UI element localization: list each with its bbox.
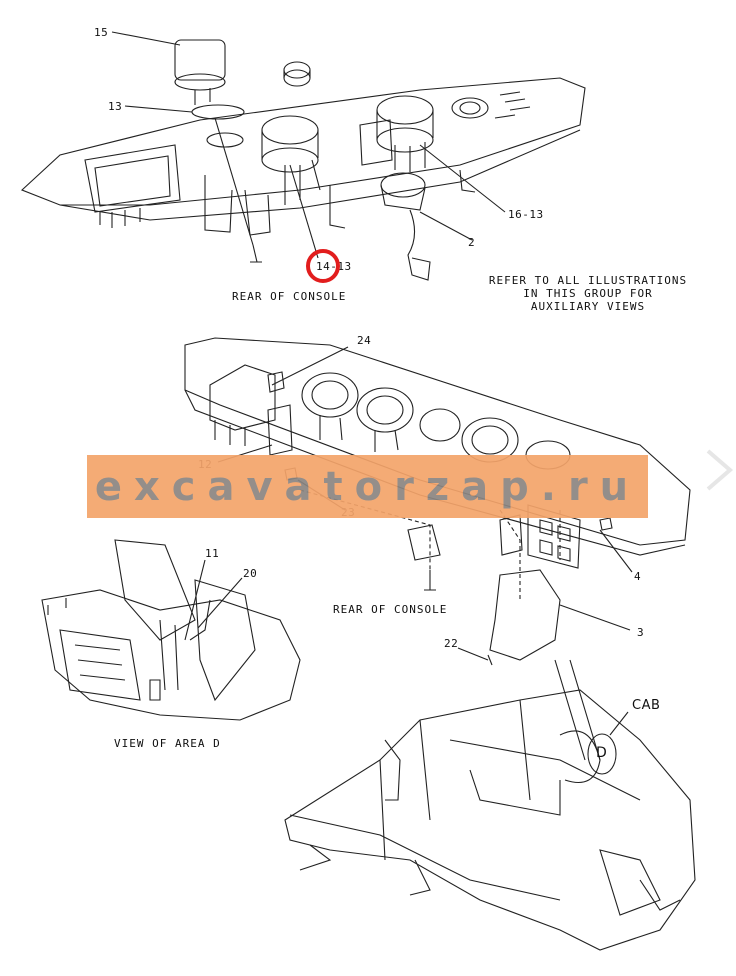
watermark-band: excavatorzap.ru [87,455,648,518]
callout-cab: CAB [632,698,661,713]
cab-frame [284,659,696,951]
note-line-1: REFER TO ALL ILLUSTRATIONS [488,274,688,287]
callout-3: 3 [637,626,645,639]
callout-2: 2 [468,236,476,249]
area-d-view [41,539,301,721]
callout-d: D [596,745,608,761]
callout-24: 24 [357,334,372,347]
caption-rear-of-console-top: REAR OF CONSOLE [232,290,347,303]
chevron-right-icon[interactable] [700,445,736,495]
callout-4: 4 [634,570,642,583]
callout-20: 20 [243,567,258,580]
top-console-panel [20,31,586,281]
callout-16-13: 16-13 [508,208,544,221]
callout-13: 13 [108,100,123,113]
highlight-circle [306,249,340,283]
callout-22: 22 [444,637,459,650]
note-line-2: IN THIS GROUP FOR [523,287,653,300]
callout-11: 11 [205,547,220,560]
auxiliary-views-note: REFER TO ALL ILLUSTRATIONS IN THIS GROUP… [478,274,698,313]
caption-view-of-area-d: VIEW OF AREA D [114,737,221,750]
watermark-text: excavatorzap.ru [94,463,641,510]
caption-rear-of-console-middle: REAR OF CONSOLE [333,603,448,616]
note-line-3: AUXILIARY VIEWS [530,300,646,313]
callout-15: 15 [94,26,109,39]
